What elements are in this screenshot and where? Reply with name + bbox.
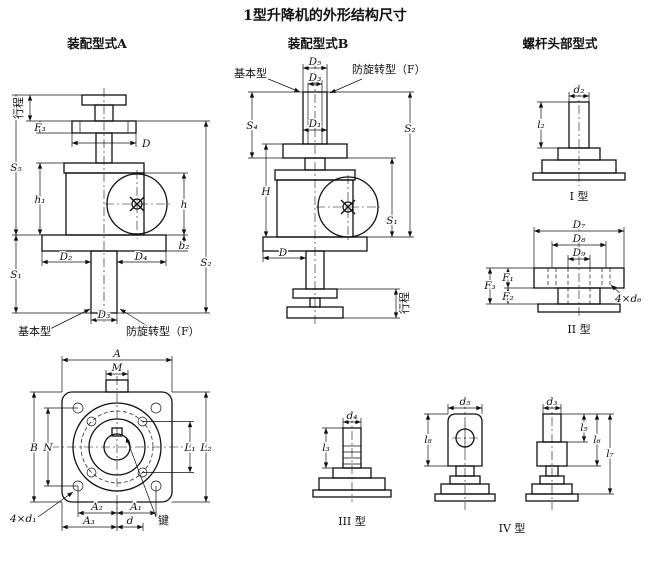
- dim-label-s1-a: S₁: [10, 269, 21, 281]
- dim-label-l5-head4: l₅: [580, 422, 588, 434]
- dim-label-l6-head4: l₆: [593, 434, 601, 446]
- dim-label-d9-head2: D₉: [572, 247, 586, 259]
- dim-label-stroke-a: 行程: [12, 97, 25, 119]
- assembly-a-drawing: 行程 F₃ S₅ h₁ S₁ D h b₂ D₂ D₄ S₂ D₃ 基本型 防旋…: [9, 88, 213, 340]
- label-head-type-1: I 型: [570, 189, 589, 203]
- head-type-1-drawing: l₂ d₂ I 型: [532, 83, 626, 205]
- dim-label-l7-head4: l₇: [606, 448, 614, 460]
- dim-label-s4-b: S₄: [246, 120, 257, 132]
- head-type-4-drawing: l₈ d₅ d₃ l₅ l₆ l₇ IV 型: [423, 395, 616, 537]
- dim-label-d7-head2: D₇: [572, 219, 586, 231]
- page-title: 1型升降机的外形结构尺寸: [243, 7, 407, 24]
- dim-label-l2-head1: l₂: [537, 119, 545, 131]
- dim-label-d5-head4: d₅: [460, 396, 472, 408]
- dim-label-a1-plan: A₁: [129, 501, 142, 513]
- dim-label-h1-a: h₁: [35, 194, 46, 206]
- dim-label-d3-head4: d₃: [547, 396, 558, 408]
- assembly-b-drawing: 基本型 防旋转型（F） D₅ D₃ D₁ S₄ H S₂ S₁ D 行程: [233, 55, 427, 324]
- dim-label-d-a: D: [141, 138, 151, 150]
- dim-label-h-b: H: [260, 186, 271, 198]
- dim-label-d1-b: D₁: [308, 118, 322, 130]
- section-title-assembly-b: 装配型式B: [287, 36, 349, 51]
- label-head-type-3: III 型: [338, 514, 366, 528]
- dim-label-d5-b: D₅: [308, 56, 322, 68]
- section-title-assembly-a: 装配型式A: [66, 36, 127, 51]
- label-basic-type-a: 基本型: [18, 324, 51, 338]
- dim-label-d2-head1: d₂: [574, 84, 585, 96]
- dim-label-b-plan: B: [29, 442, 38, 454]
- dim-label-d8-head2: D₈: [572, 233, 586, 245]
- dim-label-s2-b: S₂: [404, 123, 415, 135]
- dim-label-f3-head2: F₃: [483, 280, 496, 292]
- label-anti-rotation-b: 防旋转型（F）: [352, 62, 426, 76]
- label-basic-type-b: 基本型: [234, 66, 267, 80]
- dim-label-d3-a: D₃: [97, 309, 111, 321]
- dim-label-f1-head2: F₁: [501, 272, 514, 284]
- dim-label-n-plan: N: [42, 442, 53, 454]
- dim-label-stroke-b: 行程: [398, 292, 411, 314]
- dim-label-s2-a: S₂: [200, 257, 211, 269]
- dim-label-d-plan: d: [127, 515, 134, 527]
- dim-label-d4-head3: d₄: [347, 410, 358, 422]
- dim-label-f3-a: F₃: [33, 122, 46, 134]
- dim-label-l2-plan: L₂: [199, 442, 211, 454]
- dim-label-s5-a: S₅: [10, 162, 22, 174]
- dim-label-d-b: D: [278, 247, 288, 259]
- dim-label-a3-plan: A₃: [82, 515, 95, 527]
- dim-label-b2-a: b₂: [179, 240, 190, 252]
- dim-label-m-plan: M: [111, 362, 123, 374]
- label-head-type-2: II 型: [567, 322, 590, 336]
- dim-label-h-a: h: [181, 199, 188, 211]
- dim-label-l1-plan: L₁: [183, 442, 195, 454]
- dim-label-holes-plan: 4×d₁: [9, 513, 36, 525]
- dim-label-d4-a: D₄: [134, 251, 148, 263]
- dim-label-l3-head3: l₃: [322, 442, 330, 454]
- dim-label-f2-head2: F₂: [501, 291, 514, 303]
- dim-label-a2-plan: A₂: [90, 501, 103, 513]
- label-key-plan: 键: [158, 513, 169, 527]
- base-plan-view-drawing: A M B N L₁ L₂ A₂ A₁ A₃ d 4×d₁ 键: [8, 347, 213, 531]
- dim-label-holes-head2: 4×d₆: [614, 293, 642, 305]
- label-head-type-4: IV 型: [499, 521, 526, 535]
- dim-label-a-plan: A: [112, 348, 121, 360]
- dim-label-d2-a: D₂: [59, 251, 73, 263]
- dim-label-d3-b: D₃: [308, 72, 322, 84]
- label-anti-rotation-a: 防旋转型（F）: [126, 324, 200, 338]
- head-type-2-drawing: D₇ D₈ D₉ F₁ F₂ F₃ 4×d₆ II 型: [482, 218, 644, 338]
- dim-label-s1-b: S₁: [386, 215, 397, 227]
- section-title-screw-head: 螺杆头部型式: [522, 36, 598, 51]
- head-type-3-drawing: l₃ d₄ III 型: [312, 409, 392, 530]
- dim-label-l8-head4: l₈: [424, 434, 432, 446]
